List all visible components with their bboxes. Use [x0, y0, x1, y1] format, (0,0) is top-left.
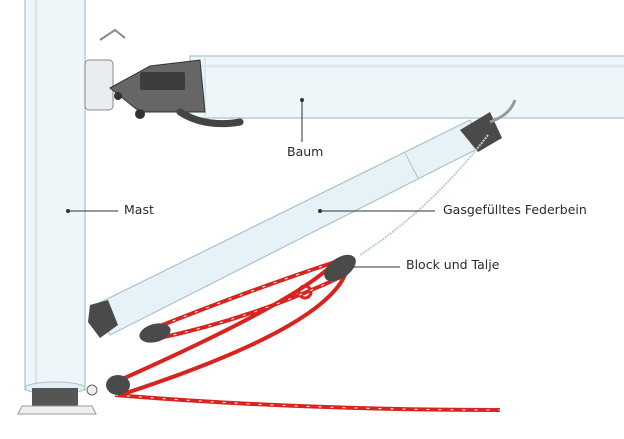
gas-strut: [88, 99, 517, 338]
boom: [189, 55, 624, 119]
wire: [359, 134, 489, 256]
label-mast: Mast: [124, 202, 154, 217]
label-block: Block und Talje: [406, 257, 500, 272]
blocks: [86, 254, 356, 396]
leader-lines: [66, 98, 435, 268]
label-boom: Baum: [287, 144, 324, 159]
mast: [17, 0, 97, 415]
gooseneck-fitting: [84, 28, 244, 128]
tackle-rope-dashes: [114, 261, 501, 411]
label-strut: Gasgefülltes Federbein: [443, 202, 587, 217]
